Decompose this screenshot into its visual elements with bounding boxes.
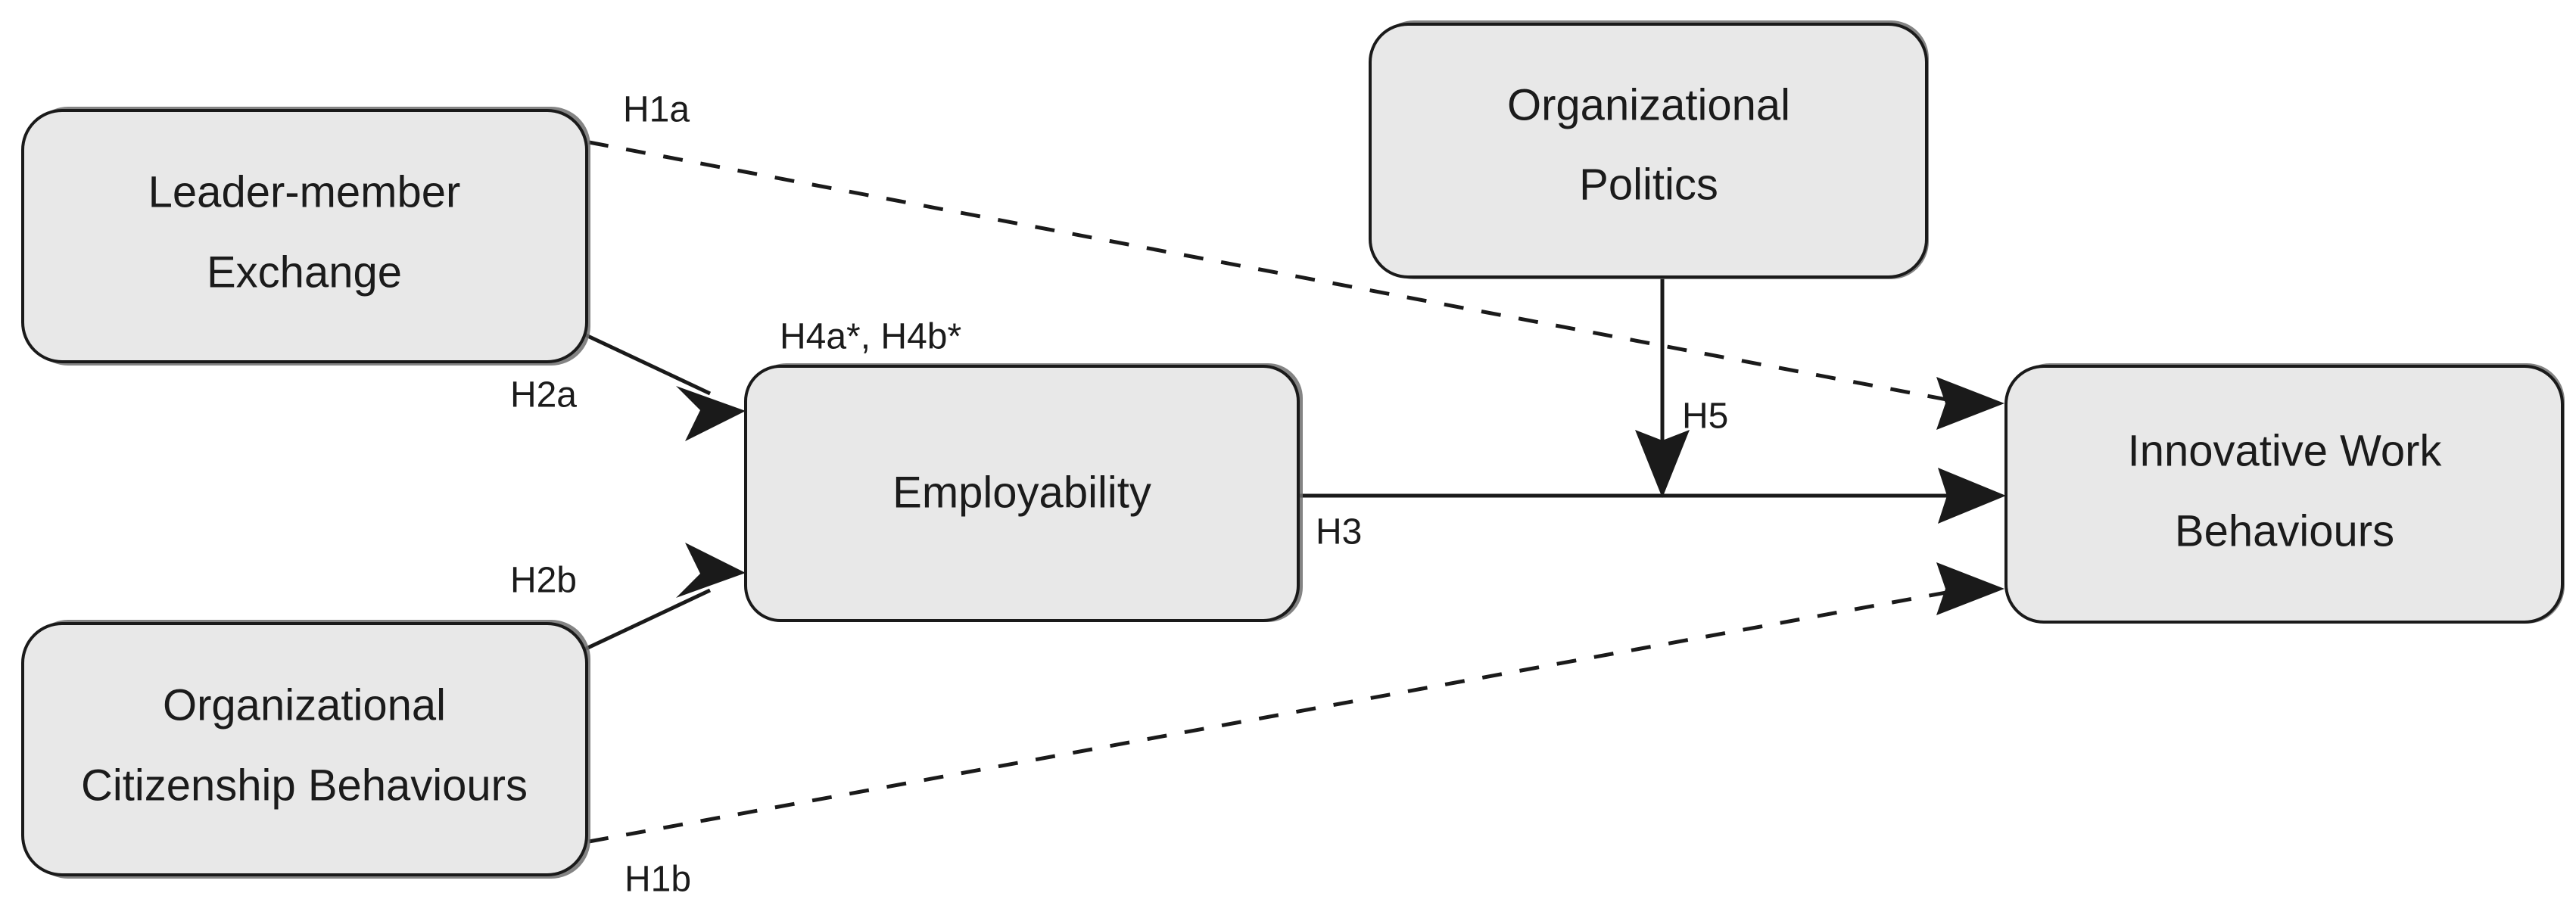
node-employability-box[interactable] <box>744 365 1300 622</box>
edge-label-h1b: H1b <box>625 860 691 900</box>
node-organizational-citizenship-behaviours[interactable]: Organizational Citizenship Behaviours <box>21 620 590 879</box>
node-innovative-work-behaviours-label-line2: Behaviours <box>2175 506 2394 555</box>
node-organizational-politics-box[interactable] <box>1369 23 1928 278</box>
edge-h2a-line <box>580 331 712 396</box>
node-leader-member-exchange-box[interactable] <box>21 109 588 363</box>
node-organizational-citizenship-behaviours-label-line2: Citizenship Behaviours <box>81 761 528 810</box>
node-organizational-politics[interactable]: Organizational Politics <box>1369 20 1929 279</box>
node-innovative-work-behaviours-label-line1: Innovative Work <box>2128 426 2443 475</box>
edge-label-h1a: H1a <box>623 90 690 130</box>
node-employability-label-line1: Employability <box>892 468 1151 517</box>
node-organizational-citizenship-behaviours-label-line1: Organizational <box>163 680 446 730</box>
edge-h5-arrowhead <box>1635 430 1690 498</box>
node-leader-member-exchange[interactable]: Leader-member Exchange <box>21 107 590 366</box>
edge-h2b-line <box>580 588 712 653</box>
edge-h5 <box>1635 278 1690 498</box>
node-innovative-work-behaviours[interactable]: Innovative Work Behaviours <box>2004 363 2565 624</box>
edge-label-h4: H4a*, H4b* <box>780 317 961 357</box>
edge-h1b-line <box>588 587 1967 844</box>
edge-h1a-arrowhead <box>1936 377 2004 430</box>
node-organizational-politics-label-line1: Organizational <box>1507 80 1790 129</box>
edge-h1a <box>588 140 2004 430</box>
edge-h2a-arrowhead <box>676 386 746 441</box>
edge-label-h3: H3 <box>1316 512 1362 552</box>
edge-h3 <box>1298 468 2006 524</box>
node-leader-member-exchange-label-line1: Leader-member <box>148 167 461 216</box>
edge-h2b-arrowhead <box>676 543 746 598</box>
edge-h2a <box>580 331 746 441</box>
edge-label-h2a: H2a <box>510 375 577 415</box>
node-innovative-work-behaviours-box[interactable] <box>2004 365 2564 624</box>
edge-h1a-line <box>588 140 1967 406</box>
node-leader-member-exchange-label-line2: Exchange <box>207 247 402 297</box>
edge-h1b-arrowhead <box>1936 562 2004 615</box>
edge-h1b <box>588 562 2004 844</box>
edge-h3-arrowhead <box>1938 468 2006 524</box>
edge-label-h5: H5 <box>1682 397 1728 437</box>
node-organizational-politics-label-line2: Politics <box>1579 160 1718 209</box>
node-organizational-citizenship-behaviours-box[interactable] <box>21 622 588 876</box>
edge-h2b <box>580 543 746 653</box>
node-employability[interactable]: Employability <box>744 363 1303 622</box>
edge-label-h2b: H2b <box>510 561 577 601</box>
